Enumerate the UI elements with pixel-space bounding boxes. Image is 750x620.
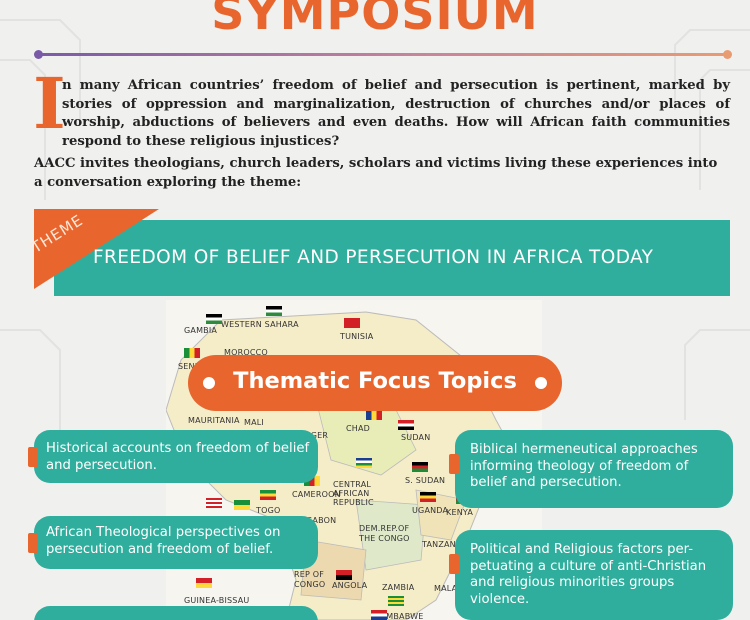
flag-icon: [184, 348, 200, 358]
flag-icon: [398, 420, 414, 430]
map-label-chad: CHAD: [346, 424, 371, 433]
map-label-zimbabwe: ZIMBABWE: [378, 612, 424, 620]
divider-gradient-line: [34, 50, 732, 59]
thematic-focus-title: Thematic Focus Topics: [233, 368, 517, 394]
flag-icon: [336, 570, 352, 580]
map-label-guinea-bissau: GUINEA-BISSAU: [184, 596, 250, 605]
topic-text: African Theological perspectives on pers…: [46, 525, 281, 557]
theme-title: FREEDOM OF BELIEF AND PERSECUTION IN AFR…: [93, 247, 654, 268]
map-label-niger: NIGER: [302, 431, 329, 440]
flag-icon: [420, 492, 436, 502]
flag-icon: [266, 306, 282, 316]
map-label-uganda: UGANDA: [412, 506, 449, 515]
flag-icon: [366, 410, 382, 420]
flag-icon: [304, 476, 320, 486]
topic-marker: [449, 454, 459, 474]
map-label-mauritania: MAURITANIA: [188, 416, 240, 425]
flag-icon: [412, 462, 428, 472]
thematic-focus-heading: Thematic Focus Topics: [188, 355, 562, 411]
topic-card: Political and Religious factors per-petu…: [449, 530, 733, 620]
topic-marker: [28, 447, 38, 467]
topic-marker: [28, 533, 38, 553]
topic-text: Historical accounts on freedom of belief…: [46, 441, 310, 473]
map-label-malawi: MALA: [434, 584, 458, 593]
flag-icon: [196, 578, 212, 588]
flag-icon: [371, 610, 387, 620]
drop-cap: I: [33, 62, 66, 145]
map-label-south-sudan: S. SUDAN: [405, 476, 446, 485]
map-label-rep-congo: REP OF CONGO: [294, 570, 326, 589]
map-label-sudan: SUDAN: [401, 433, 431, 442]
map-label-cameroon: CAMEROON: [292, 490, 341, 499]
topic-card: African Theological perspectives on pers…: [28, 516, 318, 569]
map-label-togo: TOGO: [256, 506, 281, 515]
flag-icon: [388, 596, 404, 606]
map-label-senegal: SENE: [178, 362, 200, 371]
map-label-western-sahara: WESTERN SAHARA: [221, 320, 299, 329]
topic-card: [34, 606, 318, 620]
topic-marker: [449, 554, 459, 574]
flag-icon: [206, 314, 222, 324]
topic-text: Biblical hermeneutical approaches inform…: [470, 442, 698, 490]
theme-banner: [54, 220, 730, 296]
topic-card: Biblical hermeneutical approaches inform…: [449, 430, 733, 508]
invitation-paragraph: AACC invites theologians, church leaders…: [34, 156, 718, 190]
flag-icon: [260, 490, 276, 500]
topic-card: Historical accounts on freedom of belief…: [28, 430, 318, 483]
map-label-zambia: ZAMBIA: [382, 583, 415, 592]
flag-icon: [206, 498, 222, 508]
map-label-gambia: GAMBIA: [184, 326, 218, 335]
map-label-car: CENTRAL AFRICAN REPUBLIC: [333, 480, 374, 507]
map-label-mali: MALI: [244, 418, 264, 427]
flag-icon: [356, 458, 372, 468]
topic-text: Political and Religious factors per-petu…: [470, 542, 707, 607]
map-label-angola: ANGOLA: [332, 581, 368, 590]
page-title: SYMPOSIUM: [211, 0, 539, 40]
map-label-gabon: GABON: [306, 516, 337, 525]
flag-icon: [234, 500, 250, 510]
intro-paragraph: n many African countries’ freedom of bel…: [62, 78, 730, 149]
flag-icon: [344, 318, 360, 328]
map-label-tunisia: TUNISIA: [340, 332, 374, 341]
map-label-tanzania: TANZANIA: [422, 540, 465, 549]
map-label-morocco: MOROCCO: [224, 348, 268, 357]
map-label-drc: DEM.REP.OF THE CONGO: [359, 524, 410, 543]
map-label-kenya: KENYA: [446, 508, 474, 517]
